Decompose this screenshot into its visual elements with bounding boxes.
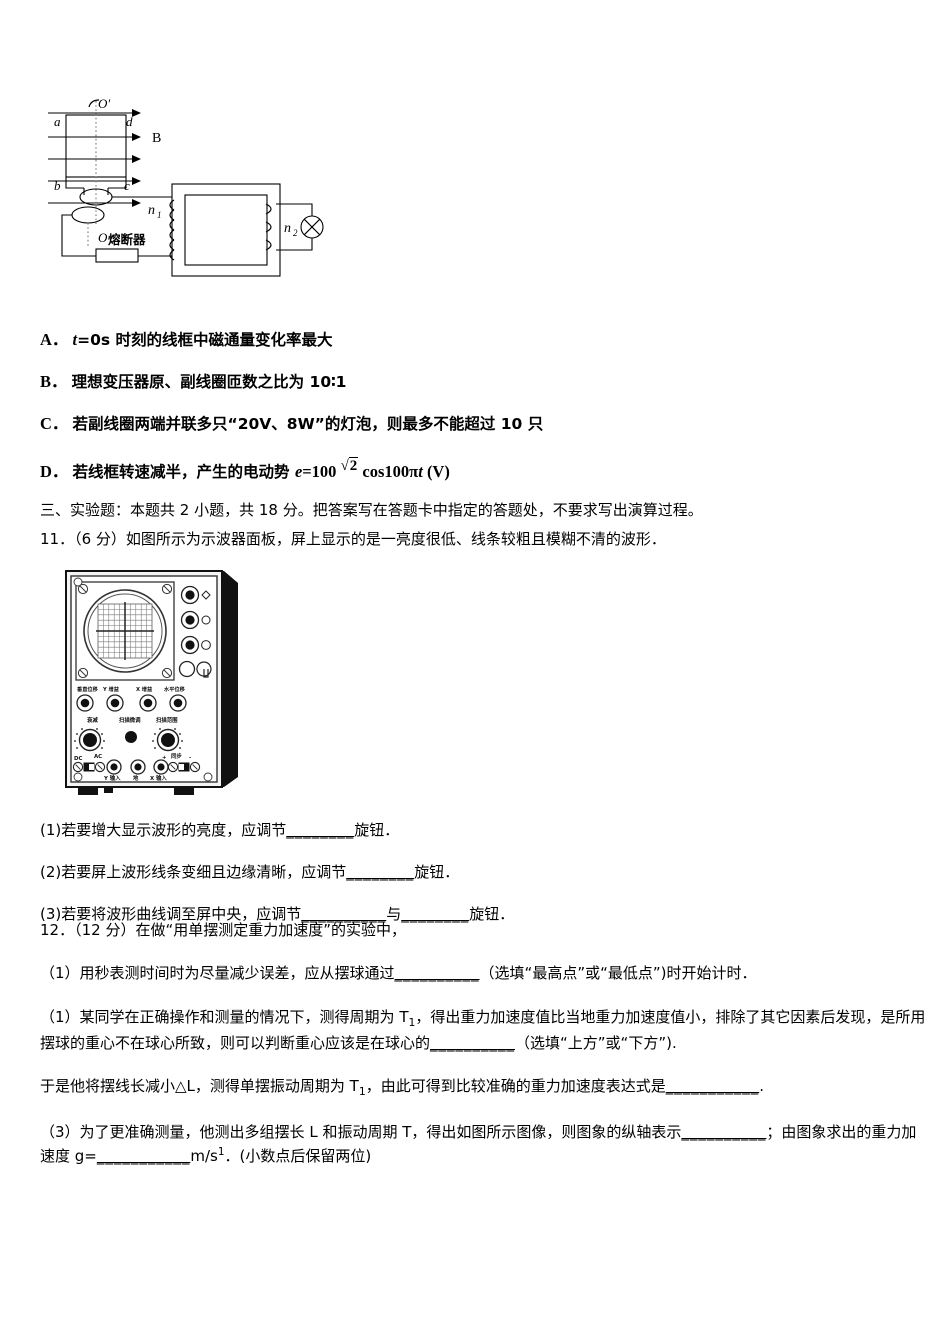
q11-sub-1-suffix: 旋钮． <box>354 821 400 839</box>
label-B: B <box>152 131 161 146</box>
label-dc: DC <box>74 756 82 762</box>
jack-row <box>72 759 201 775</box>
q12-part-2: （1）某同学在正确操作和测量的情况下，测得周期为 T1，得出重力加速度值比当地重… <box>40 1005 930 1056</box>
label-sync: 同步 <box>171 752 182 760</box>
q11-sub-1: (1)若要增大显示波形的亮度，应调节________旋钮． <box>40 818 920 842</box>
question-12: 12．（12 分）在做“用单摆测定重力加速度”的实验中， （1）用秒表测时间时为… <box>40 918 930 1187</box>
axis-label: O′ <box>98 96 110 111</box>
q12-part-4-suffix: ．(小数点后保留两位) <box>224 1147 372 1166</box>
label-plus: + <box>162 755 167 761</box>
q12-part-1-suffix: （选填“最高点”或“最低点”)时开始计时． <box>479 964 757 983</box>
svg-text:1: 1 <box>157 210 162 220</box>
q12-part-1-blank: __________ <box>394 964 480 983</box>
q11-sub-3-mid: 与 <box>386 905 402 923</box>
q11-sub-1-blank: ________ <box>286 821 355 839</box>
label-n2: n <box>284 221 291 236</box>
sqrt-symbol: √2 <box>340 457 359 475</box>
q11-sub-2-prefix: (2)若要屏上波形线条变细且边缘清晰，应调节 <box>40 863 347 881</box>
q12-part-1: （1）用秒表测时间时为尽量减少误差，应从摆球通过__________（选填“最高… <box>40 961 930 985</box>
label-n1: n <box>148 203 155 218</box>
option-d-cos: cos100π <box>362 462 419 482</box>
option-c-label: C． <box>40 413 69 433</box>
label-d: d <box>126 114 133 129</box>
crt-graticule <box>96 602 154 660</box>
option-b: B． 理想变压器原、副线圈匝数之比为 10∶1 <box>40 370 910 395</box>
section-heading: 三、实验题：本题共 2 小题，共 18 分。把答案写在答题卡中指定的答题处，不要… <box>40 501 703 519</box>
q11-sub-1-prefix: (1)若要增大显示波形的亮度，应调节 <box>40 821 287 839</box>
q12-part-2-mid: ，得出重力加速度值比当地重力加速度值小，排除了其它因素后发现，是所用摆球的重心不… <box>40 1007 926 1053</box>
label-vertical-shift: 垂直位移 <box>77 685 99 693</box>
svg-text:2: 2 <box>293 228 298 238</box>
q12-part-2-blank: __________ <box>430 1034 516 1053</box>
option-a-text: =0s 时刻的线框中磁通量变化率最大 <box>77 331 333 349</box>
q12-part-3-sub: 1 <box>358 1085 366 1099</box>
q12-part-2-sub: 1 <box>408 1015 416 1029</box>
q12-part-3-mid: ，由此可得到比较准确的重力加速度表达式是 <box>365 1077 666 1096</box>
q11-sub-3: (3)若要将波形曲线调至屏中央，应调节__________与________旋钮… <box>40 902 920 926</box>
label-attenuation: 衰减 <box>86 716 98 724</box>
q12-part-3-suffix: . <box>759 1077 764 1096</box>
option-d-text-before: 若线框转速减半，产生的电动势 <box>72 463 295 482</box>
q12-part-3-blank: ___________ <box>665 1077 760 1096</box>
label-sweep-range: 扫描范围 <box>156 716 178 724</box>
option-c: C． 若副线圈两端并联多只“20V、8W”的灯泡，则最多不能超过 10 只 <box>40 412 910 437</box>
option-a-label: A． <box>40 330 69 349</box>
q11-sub-2: (2)若要屏上波形线条变细且边缘清晰，应调节________旋钮． <box>40 860 920 884</box>
q12-part-4-prefix: （3）为了更准确测量，他测出多组摆长 L 和振动周期 T，得出如图所示图像，则图… <box>40 1122 682 1141</box>
label-c: c <box>124 178 130 193</box>
q12-part-4-blank-2: ___________ <box>96 1147 191 1166</box>
q12-part-4-unit: m/s <box>190 1147 218 1166</box>
option-a-italic: t <box>72 330 78 349</box>
q12-part-1-prefix: （1）用秒表测时间时为尽量减少误差，应从摆球通过 <box>40 964 395 983</box>
label-horizontal-shift: 水平位移 <box>164 685 186 693</box>
q11-sub-2-blank: ________ <box>346 863 415 881</box>
knob-row-2 <box>74 728 183 752</box>
label-O: O <box>98 230 108 245</box>
q11-sub-2-suffix: 旋钮． <box>414 863 460 881</box>
generator-transformer-figure: O′ a d b c B n 1 n 2 O 熔断器 <box>44 96 344 286</box>
option-b-label: B． <box>40 371 68 391</box>
option-list: A． t=0s 时刻的线框中磁通量变化率最大 B． 理想变压器原、副线圈匝数之比… <box>40 328 910 502</box>
sqrt-radicand: 2 <box>348 457 359 475</box>
label-x-gain: X 增益 <box>136 685 153 693</box>
q11-sub-3-blank-2: ________ <box>401 905 470 923</box>
label-y-input: Y 输入 <box>103 774 121 782</box>
label-a: a <box>54 114 61 129</box>
option-d-label: D． <box>40 462 69 482</box>
label-x-input: X 输入 <box>150 774 167 782</box>
q12-part-4: （3）为了更准确测量，他测出多组摆长 L 和振动周期 T，得出如图所示图像，则图… <box>40 1120 930 1169</box>
right-knob-column <box>178 585 212 678</box>
q12-part-2-prefix: （1）某同学在正确操作和测量的情况下，测得周期为 T <box>40 1007 409 1026</box>
q11-sub-3-prefix: (3)若要将波形曲线调至屏中央，应调节 <box>40 905 302 923</box>
q12-part-4-mid: ；由图象求出的重力加速度 g= <box>40 1122 917 1166</box>
q11-sub-3-blank-1: __________ <box>301 905 387 923</box>
label-ac: AC <box>94 754 102 760</box>
fuse-label: 熔断器 <box>108 232 146 247</box>
option-d-value: =100 <box>302 462 337 482</box>
label-sweep-fine: 扫描微调 <box>119 716 141 724</box>
label-minus: - <box>189 755 191 761</box>
option-c-text: 若副线圈两端并联多只“20V、8W”的灯泡，则最多不能超过 10 只 <box>72 414 544 433</box>
option-b-text: 理想变压器原、副线圈匝数之比为 10∶1 <box>71 372 347 391</box>
q11-sub-3-suffix: 旋钮． <box>469 905 515 923</box>
q12-part-2-suffix: （选填“上方”或“下方”). <box>515 1034 677 1053</box>
option-d-e: e <box>294 462 303 482</box>
label-ground: 地 <box>133 774 139 782</box>
label-b: b <box>54 178 61 193</box>
q12-part-4-unit-sup: 1 <box>217 1146 225 1159</box>
q12-part-3: 于是他将摆线长减小△L，测得单摆振动周期为 T1，由此可得到比较准确的重力加速度… <box>40 1074 930 1100</box>
question-11-subquestions: (1)若要增大显示波形的亮度，应调节________旋钮． (2)若要屏上波形线… <box>40 818 920 944</box>
option-d: D． 若线框转速减半，产生的电动势 e=100 √2 cos100πt (V) <box>40 457 910 485</box>
question-11-stem: 11．（6 分）如图所示为示波器面板，屏上显示的是一亮度很低、线条较粗且模糊不清… <box>40 530 666 548</box>
label-y-gain: Y 增益 <box>102 685 120 693</box>
q12-part-4-blank-1: __________ <box>681 1122 767 1141</box>
knob-row-1 <box>76 694 187 712</box>
oscilloscope-figure: 垂直位移 Y 增益 X 增益 水平位移 衰减 扫描微调 扫描范围 <box>56 565 256 795</box>
q12-stem: 12．（12 分）在做“用单摆测定重力加速度”的实验中， <box>40 921 406 939</box>
q12-part-3-prefix: 于是他将摆线长减小△L，测得单摆振动周期为 T <box>40 1077 359 1096</box>
option-d-unit: (V) <box>422 462 450 482</box>
option-a: A． t=0s 时刻的线框中磁通量变化率最大 <box>40 328 910 353</box>
option-d-t: t <box>418 462 423 482</box>
